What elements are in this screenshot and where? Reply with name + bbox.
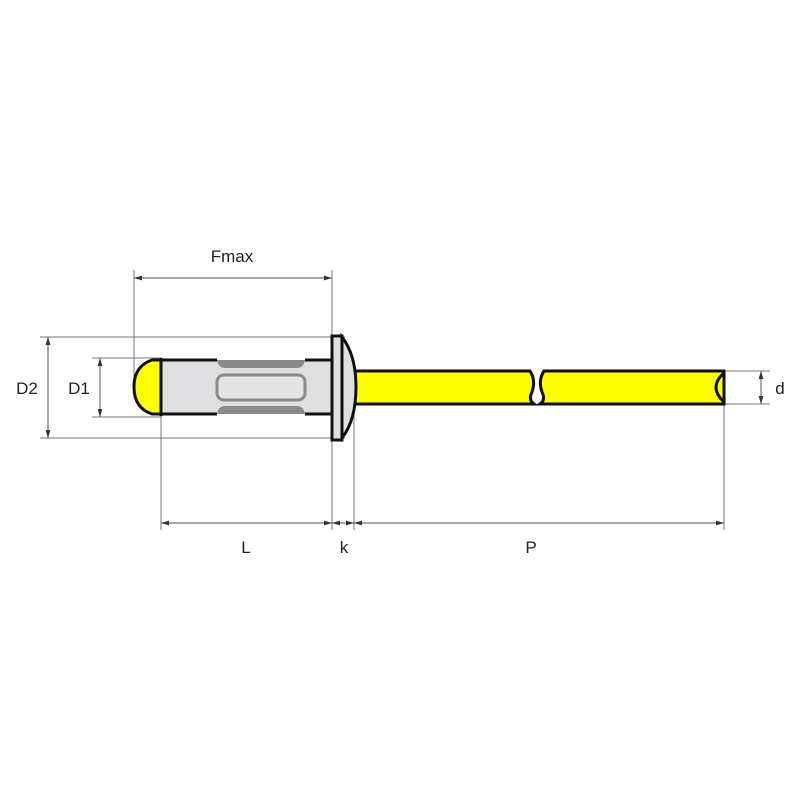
label-p: P [525,538,536,557]
label-fmax: Fmax [211,247,254,266]
mandrel [348,369,726,406]
label-d2: D2 [16,379,38,398]
label-k: k [340,538,349,557]
rivet-head [330,332,358,443]
label-d1: D1 [68,379,90,398]
label-d: d [775,379,784,398]
rivet-sleeve [159,358,333,416]
extension-lines [40,270,770,530]
label-l: L [241,538,250,557]
mandrel-head [132,358,164,416]
